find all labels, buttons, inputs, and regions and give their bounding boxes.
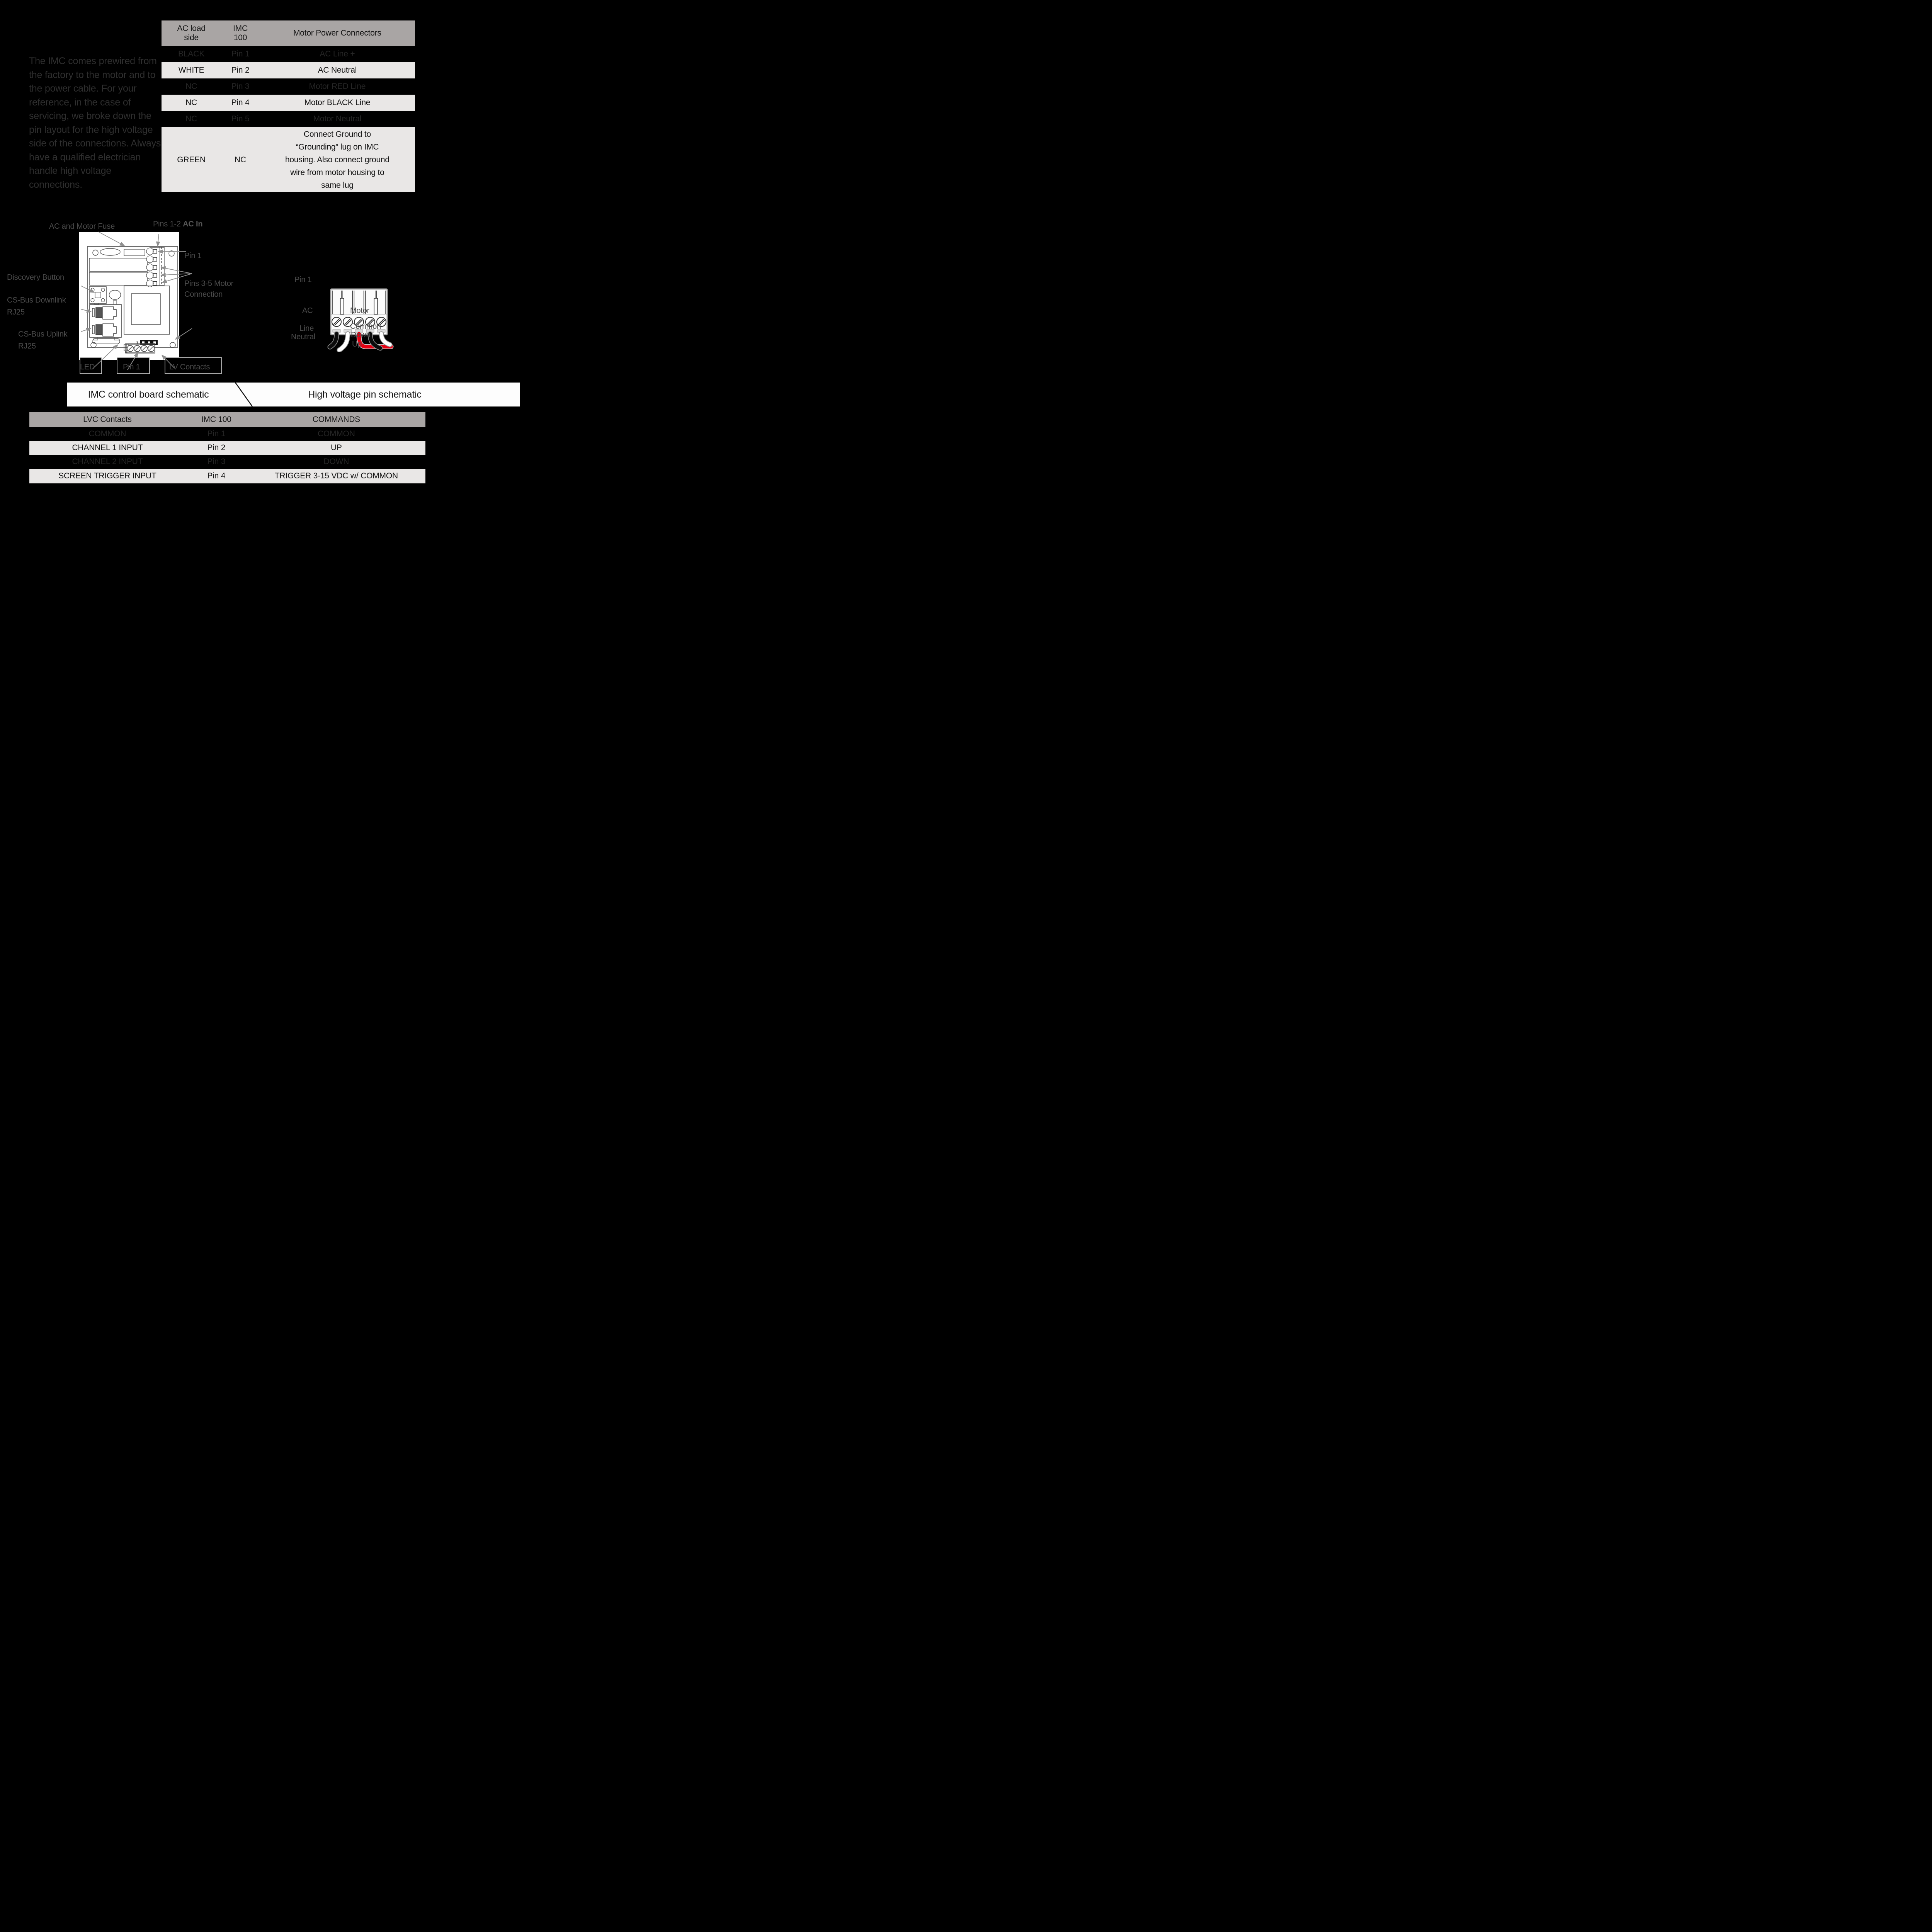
cell-pin: Pin 1 (207, 429, 226, 438)
cell-wire-color: NC (185, 114, 197, 123)
header-pin1-mark: 1 (136, 341, 138, 345)
cell-command: UP (330, 443, 342, 452)
connector-scallops (146, 247, 154, 287)
rj25-uplink-jack (92, 323, 117, 337)
table-row: BLACK Pin 1 AC Line + (162, 46, 415, 62)
cell-description: AC Neutral (318, 66, 357, 75)
intro-paragraph: The IMC comes prewired from the factory … (29, 56, 161, 190)
manual-page: The IMC comes prewired from the factory … (0, 0, 532, 532)
callout-arrows (80, 231, 192, 370)
cell-description: Motor RED Line (309, 82, 366, 91)
lvc-contacts-table: LVC Contacts IMC 100 COMMANDS COMMON Pin… (29, 412, 425, 483)
cell-wire-color: NC (185, 98, 197, 107)
col-header-ac-load-side: AC load side (177, 24, 206, 42)
cell-description: Motor Neutral (313, 114, 362, 123)
label-pin1-bottom: Pin 1 (123, 363, 140, 371)
cell-command: COMMON (317, 429, 355, 438)
hv-wires (327, 331, 394, 352)
caption-bar: IMC control board schematic High voltage… (67, 383, 520, 406)
rj25-downlink-jack (92, 306, 117, 320)
col-header-lvc-contacts: LVC Contacts (83, 415, 132, 424)
cell-pin: Pin 4 (207, 471, 226, 480)
high-voltage-pin-drawing (327, 288, 394, 352)
label-hv-motor: Motor (350, 306, 370, 315)
label-hv-down: Down (351, 331, 371, 339)
motor-power-table: AC load side IMC 100 Motor Power Connect… (162, 20, 415, 192)
cell-description: AC Line + (320, 49, 355, 58)
cell-pin: Pin 2 (231, 66, 250, 75)
label-cs-bus-downlink: CS-Bus Downlink RJ25 (7, 296, 66, 316)
cell-wire-color: GREEN (177, 155, 206, 164)
cell-contact: CHANNEL 1 INPUT (72, 443, 143, 452)
label-pin1-right: Pin 1 (184, 252, 202, 260)
table-row: NC Pin 4 Motor BLACK Line (162, 95, 415, 111)
label-led: LED (80, 363, 95, 371)
cell-command: TRIGGER 3-15 VDC w/ COMMON (274, 471, 398, 480)
cell-pin: Pin 2 (207, 443, 226, 452)
table-row: NC Pin 5 Motor Neutral (162, 111, 415, 127)
col-header-imc-100: IMC 100 (233, 24, 248, 42)
hv-connector-body (330, 288, 388, 335)
col-header-motor-power-connectors: Motor Power Connectors (293, 29, 381, 37)
label-hv-common: Common (350, 322, 381, 331)
table-row: SCREEN TRIGGER INPUT Pin 4 TRIGGER 3-15 … (29, 469, 425, 483)
cell-wire-color: NC (185, 82, 197, 91)
label-ac-motor-fuse: AC and Motor Fuse (49, 222, 115, 231)
cell-pin: Pin 1 (231, 49, 250, 58)
caption-hv-schematic: High voltage pin schematic (308, 389, 422, 400)
label-discovery-button: Discovery Button (7, 273, 64, 282)
col-header-imc-100: IMC 100 (201, 415, 231, 424)
lv-terminal-screws (127, 345, 155, 352)
cell-contact: CHANNEL 2 INPUT (72, 457, 143, 466)
cell-wire-color: WHITE (178, 66, 204, 75)
cell-command: DOWN (323, 457, 349, 466)
label-pins-1-2-ac-in: Pins 1-2 AC In (153, 219, 203, 230)
label-hv-ac: AC (302, 306, 313, 315)
label-pins-3-5-motor: Pins 3-5 Motor Connection (184, 279, 234, 299)
board-canvas: 1 (79, 232, 179, 360)
label-ac-in: AC In (183, 220, 203, 228)
table-row: CHANNEL 1 INPUT Pin 2 UP (29, 441, 425, 455)
cell-description: Connect Ground to “Grounding” lug on IMC… (285, 129, 389, 190)
imc-board-schematic-drawing: 1 (79, 231, 222, 374)
label-hv-line: Line (299, 324, 314, 333)
table-row-ground: GREEN NC Connect Ground to “Grounding” l… (162, 127, 415, 192)
cell-pin: Pin 3 (207, 457, 226, 466)
table-row: NC Pin 3 Motor RED Line (162, 78, 415, 95)
table-row: COMMON Pin 1 COMMON (29, 427, 425, 441)
cell-description: Motor BLACK Line (304, 98, 371, 107)
table-row: WHITE Pin 2 AC Neutral (162, 62, 415, 78)
table-header-row: AC load side IMC 100 Motor Power Connect… (162, 20, 415, 46)
cell-pin: Pin 5 (231, 114, 250, 123)
caption-board-schematic: IMC control board schematic (88, 389, 209, 400)
col-header-commands: COMMANDS (312, 415, 360, 424)
label-hv-neutral: Neutral (291, 333, 316, 341)
hv-screws (332, 317, 386, 327)
cell-contact: COMMON (88, 429, 126, 438)
label-cs-bus-uplink: CS-Bus Uplink RJ25 (18, 330, 68, 350)
label-hv-up: Up (352, 340, 362, 349)
caption-divider-line (235, 383, 253, 406)
cell-pin: NC (235, 155, 246, 164)
cell-pin: Pin 3 (231, 82, 250, 91)
connector-pins (153, 249, 157, 286)
label-lv-contacts: LV Contacts (169, 363, 210, 371)
label-hv-pin1: Pin 1 (294, 276, 312, 284)
cell-contact: SCREEN TRIGGER INPUT (58, 471, 156, 480)
table-row: CHANNEL 2 INPUT Pin 3 DOWN (29, 455, 425, 469)
cell-pin: Pin 4 (231, 98, 250, 107)
cell-wire-color: BLACK (178, 49, 205, 58)
table-header-row: LVC Contacts IMC 100 COMMANDS (29, 412, 425, 427)
label-pins-1-2: Pins 1-2 (153, 220, 183, 228)
